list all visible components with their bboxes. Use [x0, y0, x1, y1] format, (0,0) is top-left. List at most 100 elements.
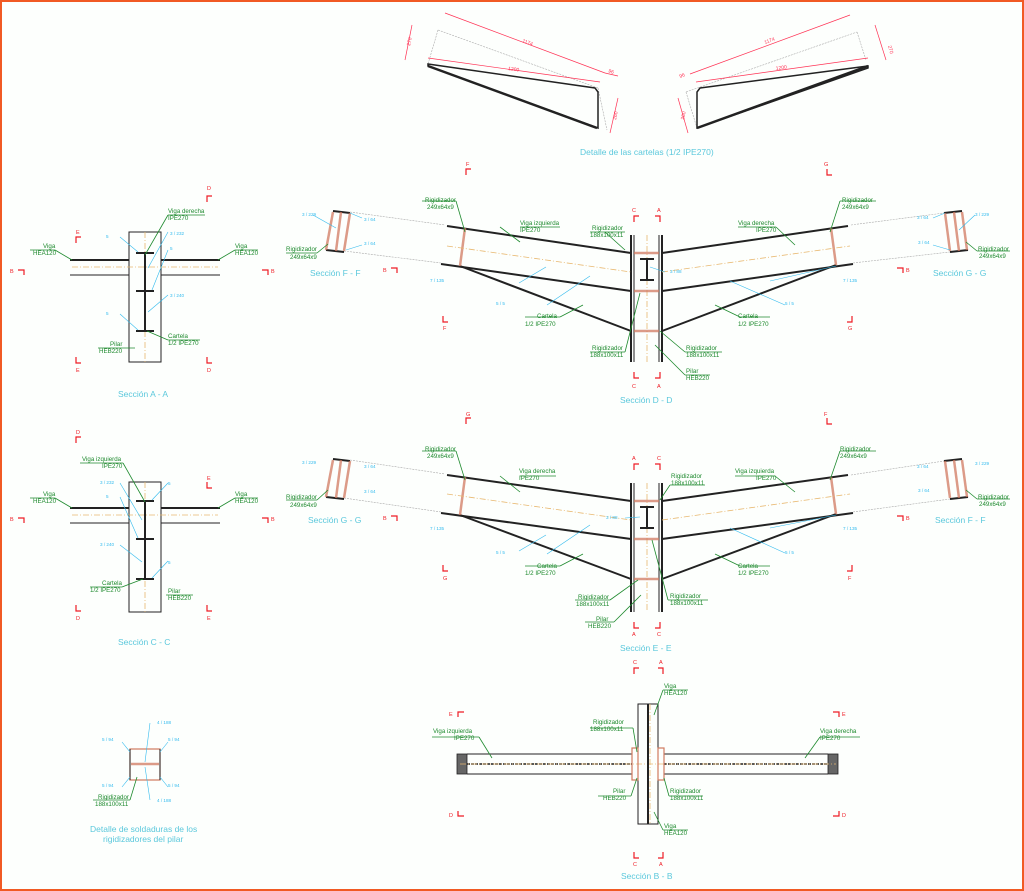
dw-weld-5: 5 / 94	[168, 783, 180, 788]
svg-text:A: A	[657, 208, 661, 214]
section-marks-aa: E D B B E D	[10, 186, 275, 374]
svg-text:C: C	[633, 660, 637, 666]
dd-label-name-8: Rigidizador	[592, 345, 623, 352]
bb-label-spec-2: 188x100x11	[590, 726, 624, 733]
dd-label-spec-1: 249x64x9	[427, 204, 454, 211]
aa-weld-3: 5	[106, 234, 109, 239]
dim-h2: 260	[612, 111, 620, 121]
bb-label-name-2: Rigidizador	[593, 719, 624, 726]
dim-h2-right: 260	[680, 111, 688, 121]
ee-weld-4: 5 / 5	[785, 550, 794, 555]
section-marks-cc: D E B B D E	[10, 430, 275, 622]
cartela-detail-left: 1174 1200 270 260 96	[404, 12, 620, 134]
ee-weld-5: 3 / 88	[606, 515, 618, 520]
cartela-detail-right: 1174 1200 270 260 96	[677, 14, 894, 134]
cc-weld-1: 3 / 232	[100, 480, 114, 485]
cc-label-spec-5: HEB220	[168, 595, 192, 602]
section-marks-bb: C A C A E E D D	[449, 660, 846, 868]
ee-label-spec-9: 188x100x11	[670, 600, 704, 607]
svg-text:C: C	[657, 632, 661, 638]
bb-label-name-4: Viga derecha	[820, 728, 857, 735]
gg-title: Sección G - G	[933, 268, 986, 278]
bb-label-spec-7: HEA120	[664, 830, 688, 837]
cc-label-name-5: Pilar	[168, 588, 180, 595]
dim-base: 1200	[508, 66, 520, 74]
gg-label-name: Rigidizador	[978, 246, 1009, 253]
cc-weld-4: 5	[168, 481, 171, 486]
dim-small-right: 96	[679, 72, 686, 80]
dd-label-name-4: Viga derecha	[738, 220, 775, 227]
section-aa	[30, 214, 258, 363]
svg-text:E: E	[449, 712, 453, 718]
svg-text:E: E	[76, 230, 80, 236]
svg-text:B: B	[383, 268, 387, 274]
ee-label-spec-6: 1/2 IPE270	[525, 570, 556, 577]
aa-weld-2: 3 / 240	[170, 293, 184, 298]
dd-label-name-9: Rigidizador	[686, 345, 717, 352]
dim-long-right: 1174	[764, 36, 776, 45]
svg-text:B: B	[10, 269, 14, 275]
gg2-weld-3: 3 / 64	[364, 489, 376, 494]
aa-title: Sección A - A	[118, 389, 168, 399]
cc-label-name-3: Viga	[235, 491, 248, 498]
svg-text:F: F	[848, 576, 852, 582]
gg2-weld-1: 3 / 229	[302, 460, 316, 465]
dd-label-spec-10: HEB220	[686, 375, 710, 382]
bb-label-name-6: Rigidizador	[670, 788, 701, 795]
section-ff-right	[850, 458, 1010, 513]
dw-weld-3: 5 / 94	[168, 737, 180, 742]
dd-title: Sección D - D	[620, 395, 672, 405]
section-bb	[432, 689, 860, 831]
dim-small: 96	[607, 68, 614, 76]
ee-label-spec-4: IPE270	[756, 475, 777, 482]
svg-text:G: G	[466, 412, 470, 418]
ff-label-name: Rigidizador	[286, 246, 317, 253]
dw-label-name: Rigidizador	[98, 794, 129, 801]
gg2-weld-2: 3 / 64	[364, 464, 376, 469]
ee-label-spec-10: HEB220	[588, 623, 612, 630]
svg-text:B: B	[271, 269, 275, 275]
cc-label-name-2: Viga	[43, 491, 56, 498]
aa-label-spec-5: HEB220	[99, 348, 123, 355]
dd-weld-2: 7 / 135	[843, 278, 857, 283]
ee-title: Sección E - E	[620, 643, 672, 653]
dw-weld-6: 4 / 188	[157, 798, 171, 803]
ee-label-spec-2: IPE270	[519, 475, 540, 482]
detail-welds	[93, 722, 169, 801]
ee-label-spec-1: 249x64x9	[427, 453, 454, 460]
section-dd	[422, 200, 876, 376]
section-gg-right	[850, 210, 1010, 264]
section-ee	[422, 450, 876, 623]
ee-weld-3: 5 / 5	[496, 550, 505, 555]
dd-label-name-5: Rigidizador	[842, 197, 873, 204]
section-gg-left	[286, 458, 446, 513]
dd-label-name-1: Rigidizador	[425, 197, 456, 204]
dw-title-line2: rigidizadores del pilar	[103, 834, 183, 844]
bb-label-spec-4: IPE270	[820, 735, 841, 742]
svg-text:C: C	[632, 384, 636, 390]
gg-weld-2: 3 / 64	[917, 215, 929, 220]
ee-label-name-5: Rigidizador	[840, 446, 871, 453]
cc-weld-3: 5	[106, 494, 109, 499]
aa-label-name-1: Viga derecha	[168, 208, 205, 215]
svg-text:A: A	[657, 384, 661, 390]
dd-label-spec-6: 1/2 IPE270	[525, 321, 556, 328]
ee-label-name-2: Viga derecha	[519, 468, 556, 475]
aa-label-spec-4: 1/2 IPE270	[168, 340, 199, 347]
dd-weld-3: 5 / 5	[496, 301, 505, 306]
ee-label-spec-3: 188x100x11	[671, 480, 705, 487]
svg-text:D: D	[76, 616, 80, 622]
svg-text:B: B	[906, 516, 910, 522]
ee-label-spec-8: 188x100x11	[576, 601, 610, 608]
dim-base-right: 1200	[775, 64, 787, 72]
ee-label-spec-5: 249x64x9	[840, 453, 867, 460]
dd-label-spec-9: 188x100x11	[686, 352, 720, 359]
bb-label-name-7: Viga	[664, 823, 677, 830]
dw-weld-1: 4 / 188	[157, 720, 171, 725]
section-cc	[30, 462, 258, 613]
gg-label-spec: 249x64x9	[979, 253, 1006, 260]
bb-label-spec-5: HEB220	[603, 795, 627, 802]
dd-label-spec-2: IPE270	[520, 227, 541, 234]
svg-text:G: G	[848, 326, 852, 332]
